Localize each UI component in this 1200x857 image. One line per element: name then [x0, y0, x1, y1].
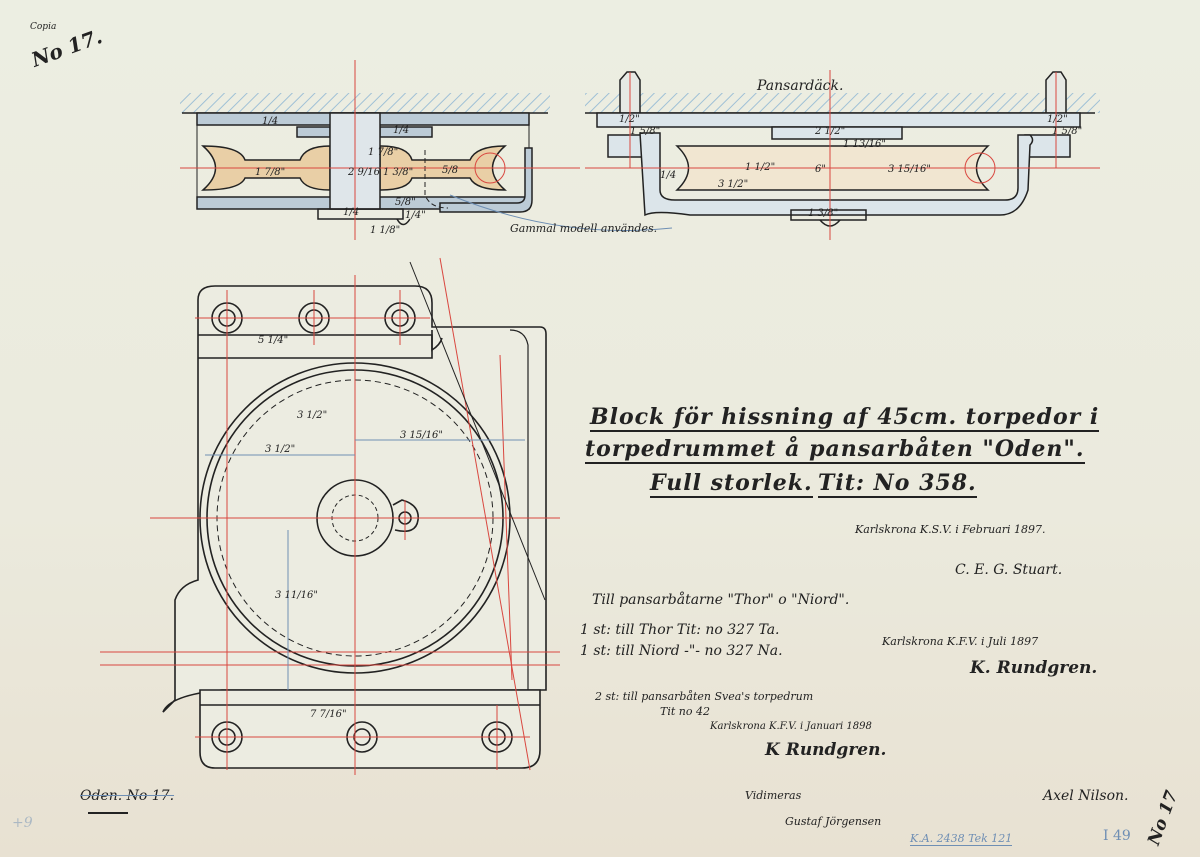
signature-stuart: C. E. G. Stuart. — [955, 562, 1063, 578]
title-line-2: torpedrummet å pansarbåten "Oden". — [585, 436, 1085, 464]
note-old-model: Gammal modell användes. — [510, 222, 657, 235]
dim-label: 6" — [815, 164, 826, 175]
signature-rundgren-1: K. Rundgren. — [970, 658, 1098, 678]
dim-label: 3 1/2" — [265, 444, 295, 455]
top-plate — [596, 112, 1081, 128]
notes-heading: Till pansarbåtarne "Thor" o "Niord". — [592, 592, 850, 608]
plan-dimensions: 5 1/4" 3 1/2" 3 1/2" 3 15/16" 3 11/16" 7… — [258, 335, 443, 720]
note-item-1: 1 st: till Thor Tit: no 327 Ta. — [580, 622, 780, 638]
note-item-3-tit: Tit no 42 — [660, 705, 710, 718]
archive-reference: K.A. 2438 Tek 121 — [910, 832, 1013, 846]
dim-label: 1 3/8" — [808, 208, 838, 219]
dim-label: 1 7/8" — [368, 147, 398, 158]
dim-label: 1/4 — [343, 207, 359, 218]
signature-rundgren-2: K Rundgren. — [765, 740, 887, 760]
left-section-view: 1 7/8" 2 9/16 1 7/8" 1 3/8" 1/4 5/8 1/4 … — [180, 60, 673, 240]
dim-label: 3 1/2" — [718, 179, 748, 190]
dim-label: 5 1/4" — [258, 335, 288, 346]
copy-label: Copia — [30, 22, 57, 32]
dim-label: 5/8" — [395, 197, 416, 208]
dim-label: 1/2" — [619, 114, 640, 125]
deck-hatching — [585, 93, 1100, 113]
dim-label: 1/4 — [262, 116, 278, 127]
pencil-mark: +9 — [12, 815, 33, 831]
note-item-3: 2 st: till pansarbåten Svea's torpedrum — [595, 690, 814, 703]
deck-label: Pansardäck. — [756, 78, 843, 94]
place-date-3: Karlskrona K.F.V. i Januari 1898 — [710, 721, 872, 732]
place-date: Karlskrona K.S.V. i Februari 1897. — [855, 523, 1046, 536]
bottom-bar — [199, 689, 541, 769]
place-date-2: Karlskrona K.F.V. i Juli 1897 — [882, 635, 1039, 648]
dim-label: 7 7/16" — [310, 709, 347, 720]
dim-label: 1 1/2" — [745, 162, 775, 173]
hook — [439, 147, 533, 213]
dim-label: 3 15/16" — [400, 430, 443, 441]
dim-label: 3 11/16" — [275, 590, 318, 601]
dim-label: 1 5/8" — [630, 126, 660, 137]
archive-number: I 49 — [1103, 828, 1131, 844]
title-scale: Full storlek. — [650, 470, 813, 498]
signature-jorgensen: Gustaf Jörgensen — [785, 815, 882, 828]
dim-label: 3 15/16" — [888, 164, 931, 175]
dim-label: 1/4" — [405, 210, 426, 221]
dim-label: 1/4 — [393, 125, 409, 136]
signature-nilson: Axel Nilson. — [1043, 788, 1129, 804]
dim-label: 2 9/16 — [347, 167, 381, 178]
dim-label: 5/8 — [442, 165, 458, 176]
title-line-1: Block för hissning af 45cm. torpedor i — [590, 404, 1100, 432]
note-item-2: 1 st: till Niord -"- no 327 Na. — [580, 643, 783, 659]
dim-label: 1/2" — [1047, 114, 1068, 125]
dim-label: 1/4 — [660, 170, 676, 181]
deck-hatching — [180, 93, 550, 113]
oden-label: Oden. No 17. — [80, 788, 175, 804]
dim-label: 1 1/8" — [370, 225, 400, 236]
title-number: Tit: No 358. — [818, 470, 977, 498]
dim-label: 2 1/2" — [814, 126, 845, 137]
frame — [639, 132, 1034, 217]
vidimeras-label: Vidimeras — [745, 789, 802, 802]
dim-label: 1 13/16" — [843, 139, 886, 150]
dim-label: 1 7/8" — [255, 167, 285, 178]
right-section-view: Pansardäck. 1/2" 1 5/8" 2 1/2" 1 13/16" … — [585, 70, 1100, 240]
dim-label: 3 1/2" — [297, 410, 327, 421]
underline-mark — [88, 812, 128, 814]
plan-view — [100, 257, 560, 775]
dim-label: 1 3/8" — [383, 167, 413, 178]
dim-label: 1 5/8" — [1052, 126, 1082, 137]
centerlines — [100, 257, 560, 775]
